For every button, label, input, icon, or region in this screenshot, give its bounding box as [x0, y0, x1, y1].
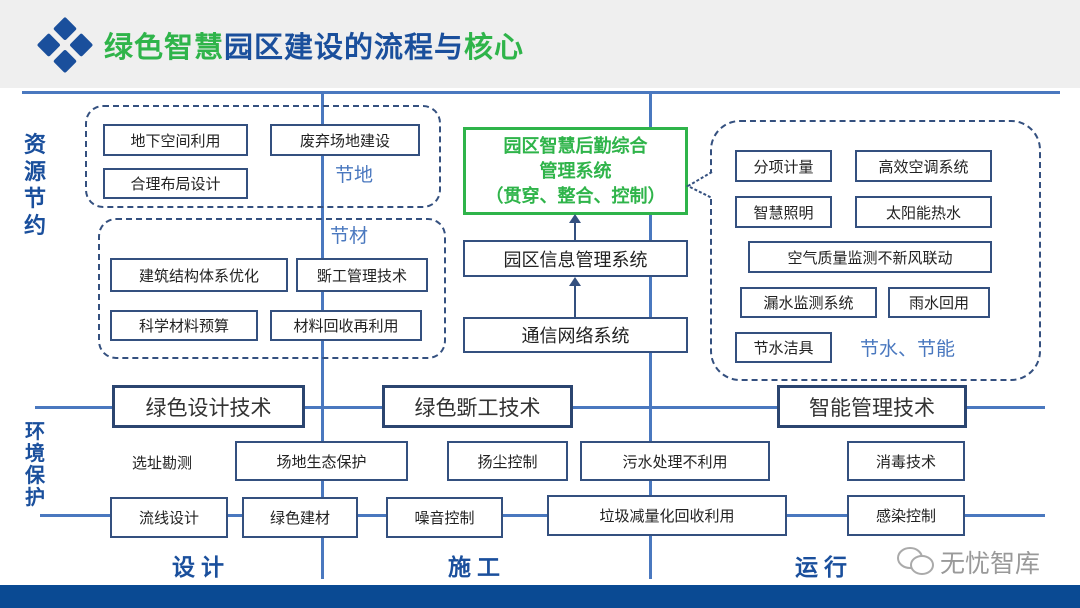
callout-pointer: [686, 171, 713, 199]
axis-line: [40, 514, 1045, 517]
header: [0, 0, 1080, 88]
land-item: 合理布局设计: [103, 168, 248, 199]
energy-label: 节水、节能: [860, 338, 956, 360]
land-label: 节地: [335, 164, 374, 186]
land-item: 地下空间利用: [103, 124, 248, 156]
env-item: 消毒技术: [847, 441, 965, 481]
material-item: 科学材料预算: [110, 310, 258, 341]
info-system-box: 园区信息管理系统: [463, 240, 688, 277]
material-label: 节材: [330, 225, 369, 247]
label-resource: 资源节约: [23, 133, 46, 239]
env-item: 选址勘测: [132, 454, 193, 472]
phase-operation: 运行: [795, 555, 853, 581]
energy-item: 漏水监测系统: [740, 287, 877, 318]
material-item: 材料回收再利用: [270, 310, 422, 341]
tech-management: 智能管理技术: [777, 385, 967, 428]
energy-item: 节水洁具: [735, 332, 832, 363]
energy-item: 空气质量监测不新风联动: [748, 241, 992, 273]
energy-item: 分项计量: [735, 150, 832, 182]
core-line: 管理系统: [539, 161, 612, 182]
core-system-box: 园区智慧后勤综合 管理系统 （贯穿、整合、控制）: [463, 127, 688, 215]
energy-item: 太阳能热水: [855, 196, 992, 228]
logo-icon: [37, 17, 93, 73]
material-group: [98, 218, 446, 359]
env-item: 噪音控制: [386, 497, 503, 538]
energy-item: 雨水回用: [888, 287, 990, 318]
wechat-icon: [897, 547, 934, 575]
label-environment: 环境保护: [25, 419, 45, 509]
arrow-up-icon: [569, 214, 581, 240]
watermark: 无忧智库: [940, 549, 1041, 578]
env-item: 场地生态保护: [235, 441, 408, 481]
footer-bar: [0, 585, 1080, 608]
env-item: 流线设计: [110, 497, 228, 538]
env-item: 污水处理不利用: [580, 441, 770, 481]
network-system-box: 通信网络系统: [463, 317, 688, 353]
env-item: 感染控制: [847, 495, 965, 536]
env-item: 垃圾减量化回收利用: [547, 495, 787, 536]
land-group: [85, 105, 441, 208]
phase-design: 设计: [172, 555, 230, 581]
land-item: 废弃场地建设: [270, 124, 420, 156]
page-title: 绿色智慧园区建设的流程与核心: [104, 30, 525, 64]
energy-item: 高效空调系统: [855, 150, 992, 182]
energy-item: 智慧照明: [735, 196, 832, 228]
env-item: 绿色建材: [242, 497, 358, 538]
material-item: 建筑结构体系优化: [110, 258, 288, 292]
core-line: 园区智慧后勤综合: [503, 136, 648, 157]
tech-design: 绿色设计技术: [112, 385, 305, 428]
tech-construction: 绿色斲工技术: [382, 385, 573, 428]
arrow-up-icon: [569, 277, 581, 317]
energy-group: [710, 120, 1041, 381]
env-item: 扬尘控制: [447, 441, 568, 481]
material-item: 斲工管理技术: [296, 258, 428, 292]
phase-construction: 施工: [448, 555, 506, 581]
core-line: （贯穿、整合、控制）: [485, 186, 666, 207]
divider: [22, 91, 1060, 94]
